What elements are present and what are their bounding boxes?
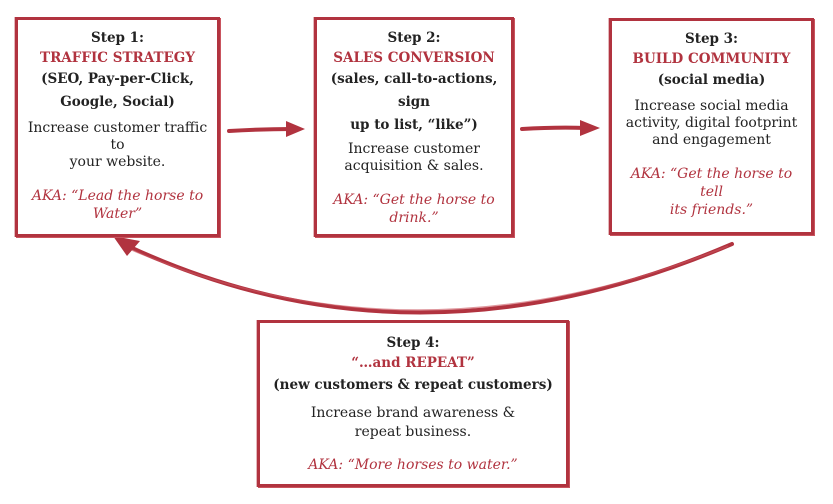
step-4-label: Step 4:	[386, 335, 440, 351]
step-3-description-line-1: Increase social media	[634, 98, 789, 114]
step-4-description: Increase brand awareness & repeat busine…	[268, 404, 558, 442]
step-1-aka-line-1: AKA: “Lead the horse to	[31, 188, 204, 204]
step-3-description: Increase social media activity, digital …	[620, 98, 803, 149]
step-2-aka-line-2: drink.”	[389, 210, 439, 226]
step-2-subtitle-line-1: (sales, call-to-actions, sign	[330, 71, 498, 110]
arrow-step2-to-step3	[520, 120, 600, 136]
step-3-description-line-2: activity, digital footprint	[625, 115, 798, 131]
step-4-title: “…and REPEAT”	[351, 355, 475, 371]
step-3-aka-line-2: its friends.”	[669, 202, 754, 218]
step-1-subtitle-line-1: (SEO, Pay-per-Click,	[41, 71, 194, 87]
step-3-subtitle-line-1: (social media)	[657, 72, 766, 88]
step-4-box: Step 4: “…and REPEAT” (new customers & r…	[257, 320, 569, 487]
step-2-box: Step 2: SALES CONVERSION (sales, call-to…	[314, 17, 514, 237]
step-3-label: Step 3:	[684, 31, 739, 47]
step-4-description-line-1: Increase brand awareness &	[310, 405, 516, 421]
step-2-aka: AKA: “Get the horse to drink.”	[325, 191, 503, 227]
step-2-label: Step 2:	[387, 30, 441, 46]
step-4-description-line-2: repeat business.	[354, 424, 472, 440]
step-1-description: Increase customer traffic to your websit…	[26, 120, 209, 171]
step-3-description-line-3: and engagement	[652, 132, 771, 148]
step-2-title: SALES CONVERSION	[333, 50, 495, 66]
step-4-aka-line-1: AKA: “More horses to water.”	[308, 457, 518, 473]
step-1-box: Step 1: TRAFFIC STRATEGY (SEO, Pay-per-C…	[15, 17, 220, 237]
step-3-title: BUILD COMMUNITY	[632, 51, 791, 67]
step-4-subtitle-line-1: (new customers & repeat customers)	[273, 377, 553, 393]
step-2-description: Increase customer acquisition & sales.	[325, 141, 503, 175]
step-1-label: Step 1:	[90, 30, 145, 46]
step-3-aka: AKA: “Get the horse to tell its friends.…	[620, 165, 803, 219]
step-2-aka-line-1: AKA: “Get the horse to	[333, 192, 495, 208]
arrow-step3-to-step1	[113, 236, 734, 315]
step-1-description-line-2: your website.	[69, 154, 166, 170]
step-4-aka: AKA: “More horses to water.”	[268, 456, 558, 474]
step-1-subtitle-line-2: Google, Social)	[60, 94, 175, 110]
step-1-description-line-1: Increase customer traffic to	[27, 120, 208, 153]
step-3-box: Step 3: BUILD COMMUNITY (social media) I…	[609, 18, 814, 235]
step-1-aka-line-2: Water”	[92, 206, 143, 222]
step-1-title: TRAFFIC STRATEGY	[40, 50, 195, 66]
arrow-step1-to-step2	[227, 121, 305, 137]
step-2-subtitle-line-2: up to list, “like”)	[350, 117, 478, 133]
step-2-description-line-2: acquisition & sales.	[344, 158, 484, 174]
step-2-description-line-1: Increase customer	[348, 141, 480, 157]
step-3-aka-line-1: AKA: “Get the horse to tell	[630, 166, 793, 200]
step-1-aka: AKA: “Lead the horse to Water”	[26, 187, 209, 223]
